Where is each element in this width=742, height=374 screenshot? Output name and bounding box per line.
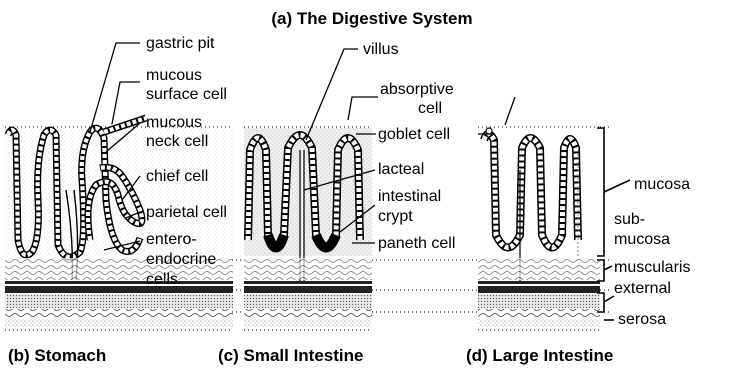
- label-chief-cell: chief cell: [146, 168, 208, 185]
- label-mucous-neck-cell-line1: mucous: [146, 114, 202, 131]
- label-gastric-pit: gastric pit: [146, 35, 215, 52]
- caption-large-intestine: (d) Large Intestine: [466, 346, 613, 365]
- label-serosa: serosa: [618, 311, 666, 328]
- label-muscularis-line1: muscularis: [614, 259, 690, 276]
- label-muscularis-line2: external: [614, 280, 671, 297]
- label-absorptive-cell-line1: absorptive: [380, 81, 454, 98]
- label-paneth-cell: paneth cell: [378, 235, 455, 252]
- label-enteroendocrine-line3: cells: [146, 271, 178, 288]
- label-enteroendocrine-line1: entero-: [146, 231, 197, 248]
- label-intestinal-crypt-line2: crypt: [378, 208, 413, 225]
- label-absorptive-cell-line2: cell: [418, 100, 442, 117]
- label-enteroendocrine-line2: endocrine: [146, 251, 216, 268]
- label-parietal-cell: parietal cell: [146, 204, 227, 221]
- small-intestine-diagram: [244, 127, 372, 330]
- label-lacteal: lacteal: [378, 161, 424, 178]
- large-intestine-diagram: [478, 127, 600, 330]
- caption-small-intestine: (c) Small Intestine: [218, 346, 363, 365]
- label-mucous-surface-cell-line2: surface cell: [146, 86, 227, 103]
- label-mucous-neck-cell-line2: neck cell: [146, 133, 208, 150]
- caption-stomach: (b) Stomach: [8, 346, 106, 365]
- label-submucosa-line2: mucosa: [614, 231, 670, 248]
- diagram-title: (a) The Digestive System: [271, 9, 472, 28]
- label-mucous-surface-cell-line1: mucous: [146, 67, 202, 84]
- label-intestinal-crypt-line1: intestinal: [378, 188, 441, 205]
- label-goblet-cell: goblet cell: [378, 126, 450, 143]
- label-submucosa-line1: sub-: [614, 211, 645, 228]
- label-villus: villus: [363, 41, 399, 58]
- label-mucosa: mucosa: [634, 176, 690, 193]
